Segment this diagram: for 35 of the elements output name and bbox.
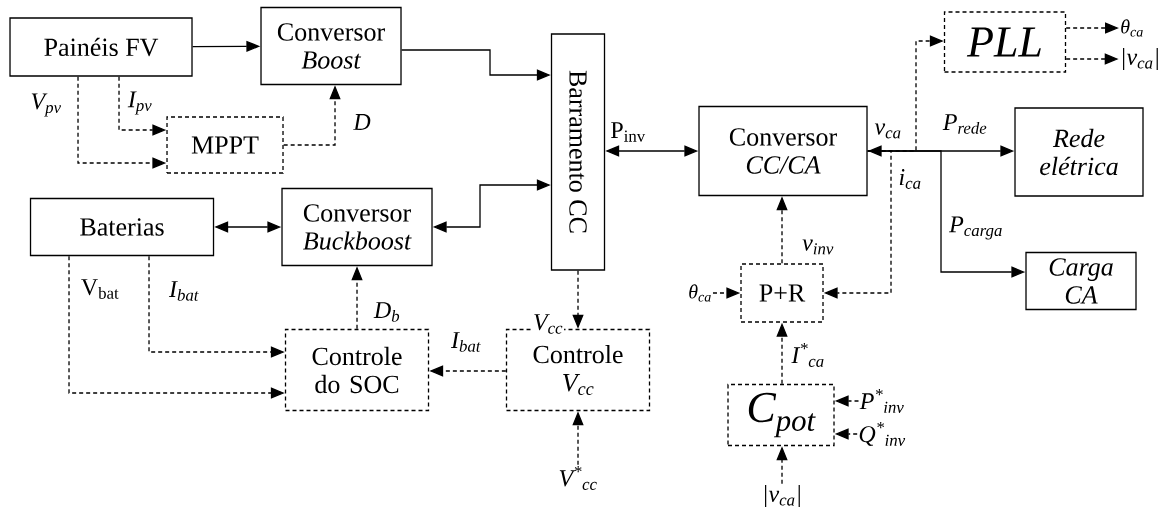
edge-label: P$_{inv}$ [609,121,647,143]
edge-label: I$_{bat}$ [168,280,200,302]
signal-label: |v$_{ca}$| [765,485,800,507]
signal-label: Q$^{*}$inv [859,422,906,446]
edge-label: P$_{carga}$ [948,215,1004,241]
signal-label: |v$_{ca}$| [1123,48,1158,70]
signal-label: V$^{*}$cc [559,466,597,490]
control-box: P+R [740,263,824,323]
converter-box: Conversor CC/CA [698,105,868,197]
process-box: Rede elétrica [1014,107,1144,197]
edge-label: v$_{inv}$ [801,238,835,256]
edge-label: V$_{cc}$ [531,313,565,335]
control-box: MPPT [166,116,284,174]
control-box: C$_{pot}$ [727,383,835,447]
signal-label: θ$_{ca}$ [689,284,711,302]
edge-label: i$_{ca}$ [897,168,923,190]
bus-box: Barramento CC [550,33,606,271]
edge-label: I$^{*}$ca [790,342,826,368]
signal-label: P$^{*}$inv [859,389,904,413]
edge-label: V$_{bat}$ [79,278,121,300]
process-box: Baterias [29,197,215,257]
control-box: PLL [943,11,1067,73]
signal-label: θ$_{ca}$ [1121,19,1143,37]
edge-label: V$_{pv}$ [29,92,63,118]
edge-label: I$_{pv}$ [126,90,154,116]
control-box: Controle do SOC [284,328,430,412]
edge-label: v$_{ca}$ [873,122,903,140]
edge-label: D$_{b}$ [372,301,402,323]
process-box: Carga CA [1025,251,1137,311]
converter-box: Conversor Buckboost [281,187,433,267]
converter-box: Conversor Boost [260,6,402,86]
process-box: Painéis FV [9,17,193,77]
edge-label: D [352,113,372,131]
edge-label: I$_{bat}$ [450,331,482,353]
edge-label: P$_{rede}$ [941,113,989,135]
